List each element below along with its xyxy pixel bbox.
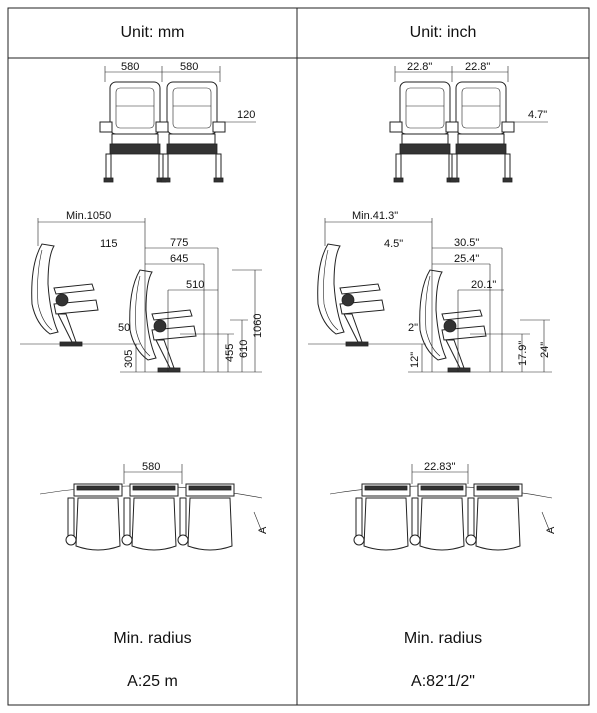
dim-height-base-inch: 12" — [409, 352, 421, 368]
side-view-mm — [20, 218, 262, 373]
dim-depth-max: 775 — [170, 237, 188, 249]
footer-min-radius-label-inch: Min. radius — [403, 630, 483, 647]
dim-width-seat-1-inch: 22.8" — [407, 61, 432, 73]
dim-recline-total-inch: Min.41.3" — [352, 210, 398, 222]
dim-back-offset-inch: 4.5" — [384, 238, 403, 250]
dim-depth-max-inch: 30.5" — [454, 237, 479, 249]
dim-depth-mid-inch: 25.4" — [454, 253, 479, 265]
dim-seat-gap-inch: 2" — [408, 322, 418, 334]
header-unit-mm: Unit: mm — [120, 24, 185, 41]
dim-height-seat: 455 — [224, 344, 236, 362]
table-border — [7, 7, 590, 706]
dim-depth-mid: 645 — [170, 253, 188, 265]
plan-view-mm — [39, 464, 263, 551]
footer-min-radius-label-mm: Min. radius — [113, 630, 192, 647]
plan-view-inch — [329, 464, 553, 551]
side-view-inch — [308, 218, 552, 373]
dim-height-arm-inch: 24" — [539, 342, 551, 358]
radius-letter-inch: A — [545, 526, 557, 534]
footer-min-radius-value-mm: A:25 m — [127, 673, 178, 690]
dim-width-seat-2-inch: 22.8" — [465, 61, 490, 73]
dim-armrest-inch: 4.7" — [528, 109, 547, 121]
dim-armrest: 120 — [237, 109, 255, 121]
dim-width-seat-2: 580 — [180, 61, 198, 73]
dim-width-seat-1: 580 — [121, 61, 139, 73]
radius-letter: A — [257, 526, 269, 534]
front-view-inch — [389, 66, 548, 183]
dim-height-total: 1060 — [252, 314, 264, 338]
dim-depth-seat-inch: 20.1" — [471, 279, 496, 291]
dim-height-arm: 610 — [238, 340, 250, 358]
dim-depth-seat: 510 — [186, 279, 204, 291]
dim-seat-gap: 50 — [118, 322, 130, 334]
footer-min-radius-value-inch: A:82'1/2" — [411, 673, 475, 690]
dim-row-width: 580 — [142, 461, 160, 473]
dim-back-offset: 115 — [100, 238, 118, 250]
dim-recline-total: Min.1050 — [66, 210, 111, 222]
dim-height-base: 305 — [123, 350, 135, 368]
header-unit-inch: Unit: inch — [409, 24, 477, 41]
dim-row-width-inch: 22.83" — [424, 461, 456, 473]
front-view-mm — [99, 66, 256, 183]
dim-height-seat-inch: 17.9" — [517, 341, 529, 366]
